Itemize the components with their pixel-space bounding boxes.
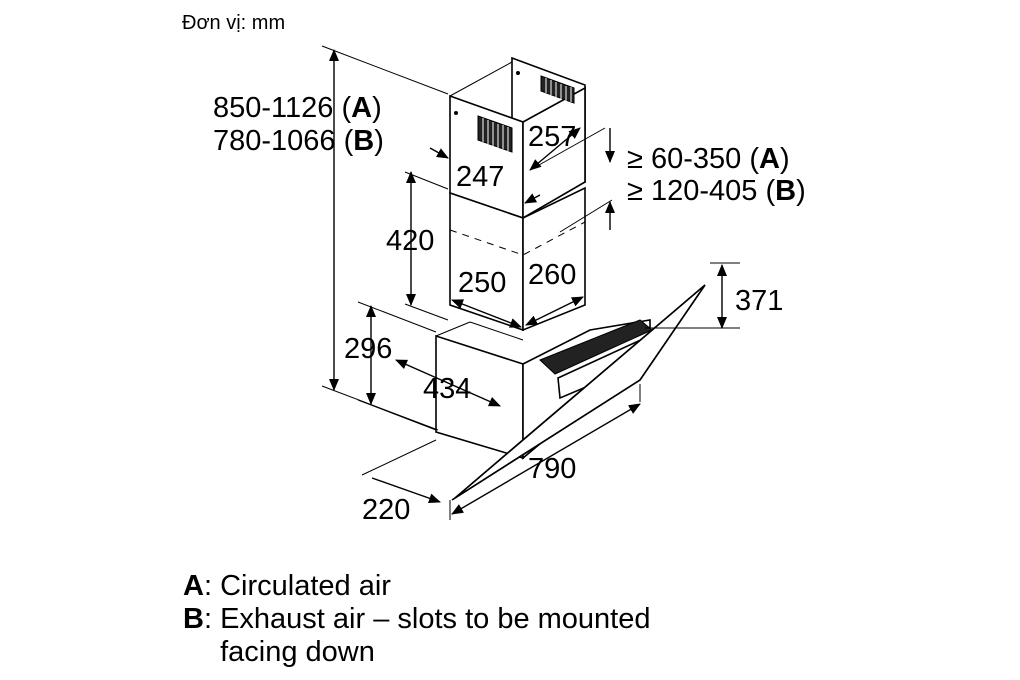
dimension-labels: 850-1126 (A) 780-1066 (B) 257 247 ≥ 60-3… (213, 92, 806, 526)
legend: A: Circulated air B: Exhaust air – slots… (183, 570, 700, 669)
chimney-lower-height-label: 420 (386, 225, 434, 257)
legend-key-a: A (183, 570, 204, 602)
width-label: 790 (528, 453, 576, 485)
chimney-lower-depth-label: 260 (528, 259, 576, 291)
legend-row-a: A: Circulated air (183, 570, 700, 603)
upper-depth-arrow (429, 147, 449, 159)
width-arrow (451, 403, 641, 515)
legend-row-b: B: Exhaust air – slots to be mounted fac… (183, 603, 700, 669)
dimension-arrows (329, 49, 727, 515)
clearance-b-label: ≥ 120-405 (B) (627, 175, 806, 207)
body-depth-label: 434 (423, 373, 471, 405)
extension-lines (321, 45, 740, 520)
glass-depth-label: 220 (362, 494, 410, 526)
clearance-a-label: ≥ 60-350 (A) (627, 143, 790, 175)
glass-height-label: 371 (735, 285, 783, 317)
legend-desc-b: Exhaust air – slots to be mounted facing… (220, 603, 651, 668)
total-height-a-label: 850-1126 (A) (213, 92, 382, 124)
legend-desc-a: Circulated air (220, 570, 391, 602)
chimney-lower-width-label: 250 (458, 267, 506, 299)
body-height-label: 296 (344, 333, 392, 365)
chimney-upper-width-label: 257 (528, 121, 576, 153)
glass-depth-arrow (371, 477, 441, 504)
unit-label: Đơn vị: mm (182, 12, 285, 34)
chimney-upper-depth-label: 247 (456, 161, 504, 193)
lower-width-arrow (451, 299, 522, 328)
body-depth-arrow (395, 359, 501, 407)
legend-key-b: B (183, 603, 204, 635)
lower-depth-arrow (525, 296, 584, 326)
upper-width-arrow (529, 127, 581, 171)
total-height-b-label: 780-1066 (B) (213, 125, 384, 157)
